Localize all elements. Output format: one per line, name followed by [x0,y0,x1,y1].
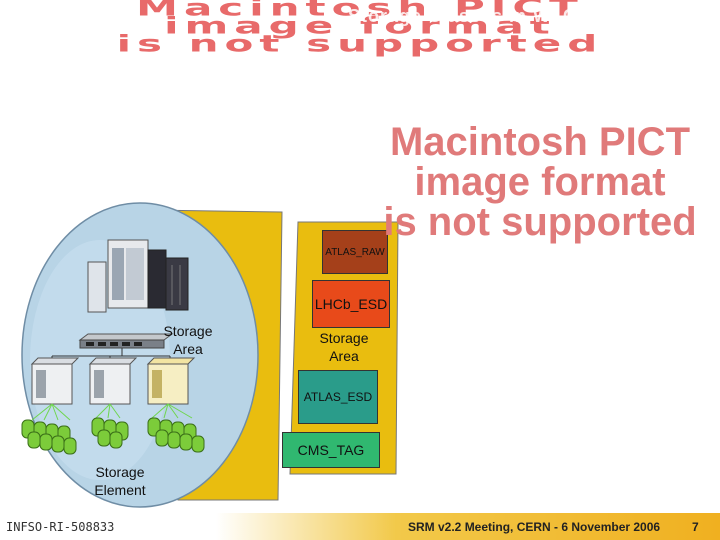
meeting-info: SRM v2.2 Meeting, CERN - 6 November 2006 [408,520,661,534]
banner-line-2: image format [164,12,556,39]
disk-group-left [21,419,77,455]
project-id: INFSO-RI-508833 [6,520,115,534]
slide-title: Storage Classes in WLCG [347,6,593,26]
page-number: 7 [692,520,699,534]
tape-library-icon [87,239,189,313]
disk-server-icon [88,357,138,405]
unsupported-image-placeholder: Macintosh PICT image format is not suppo… [383,120,697,244]
atlas-esd-box: ATLAS_ESD [298,370,378,424]
atlas-raw-box: ATLAS_RAW [322,230,388,274]
disk-server-icon [30,357,80,405]
footer-bar [0,513,720,540]
lhcb-esd-box: LHCb_ESD [312,280,390,328]
disk-group-right [147,417,205,453]
disk-server-icon [146,357,196,405]
title-banner: Macintosh PICT image format is not suppo… [0,0,720,60]
banner-line-3: is not supported [116,30,604,57]
cms-tag-box: CMS_TAG [282,432,380,468]
banner-line-1: Macintosh PICT [136,0,584,21]
disk-group-middle [91,417,129,449]
